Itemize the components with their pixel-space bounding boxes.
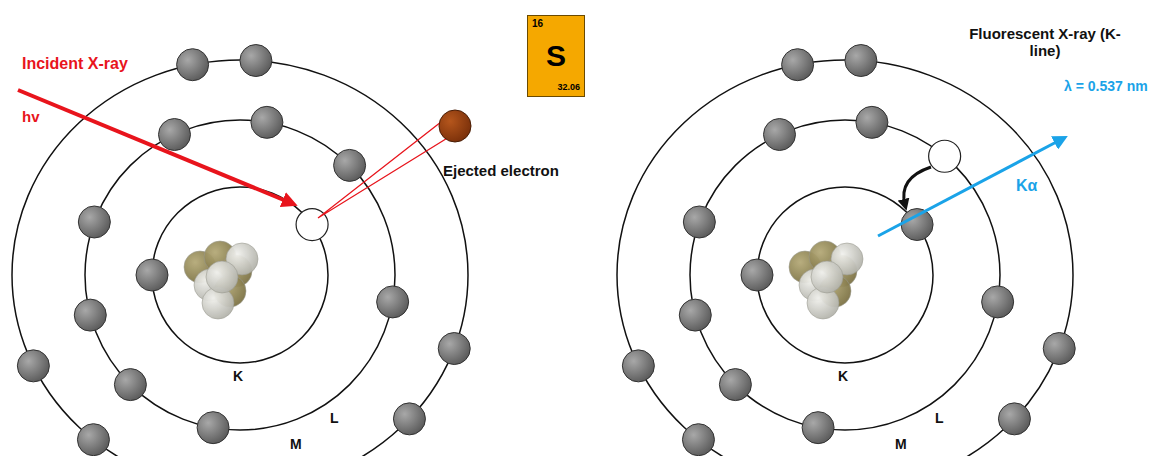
incident-label: Incident X-ray [22,55,128,73]
electron [114,369,146,401]
ejection-trail [318,122,449,218]
wavelength-label: λ = 0.537 nm [1064,78,1148,94]
shell-ring [690,120,1000,430]
electron [856,106,888,138]
shell-ring [152,187,328,363]
electron [17,350,49,382]
electron [683,206,715,238]
k-alpha-label: Kα [1016,177,1037,195]
shell-label: M [895,436,907,452]
electron [377,286,409,318]
atomic-number: 16 [532,19,543,29]
electron [74,299,106,331]
element-tile: 16S 32.06 [527,15,585,97]
electron [77,424,109,456]
fluorescent-label: Fluorescent X-ray (K-line) [965,25,1125,60]
electron [763,119,795,151]
ejected-electron [439,110,471,142]
shell-ring [617,60,1073,456]
electron [982,286,1014,318]
electron [177,49,209,81]
shell-label: L [935,410,944,426]
electron [438,333,470,365]
transition-arrow [904,167,931,205]
electron [679,299,711,331]
electron [802,412,834,444]
electron [197,412,229,444]
electron [78,206,110,238]
shell-label: K [233,368,243,384]
electron [393,403,425,435]
shell-label: M [290,436,302,452]
electron [622,350,654,382]
electron [136,259,168,291]
electron-vacancy [929,140,961,172]
electron [1043,333,1075,365]
electron [251,106,283,138]
electron [240,45,272,77]
atomic-mass: 32.06 [557,83,580,92]
shell-ring [12,60,468,456]
electron [845,45,877,77]
element-symbol: S [546,41,566,71]
fluorescent-arrow [878,139,1062,236]
shell-label: L [330,410,339,426]
electron [998,403,1030,435]
electron [334,149,366,181]
ejected-label: Ejected electron [443,162,559,179]
electron [682,424,714,456]
electron [741,259,773,291]
nucleon [206,261,238,293]
incident-arrow [18,90,291,203]
photon-energy-label: hv [22,108,40,125]
electron [901,209,933,241]
shell-label: K [838,368,848,384]
electron [719,369,751,401]
electron [158,119,190,151]
shell-ring [85,120,395,430]
electron [782,49,814,81]
shell-ring [757,187,933,363]
nucleon [811,261,843,293]
